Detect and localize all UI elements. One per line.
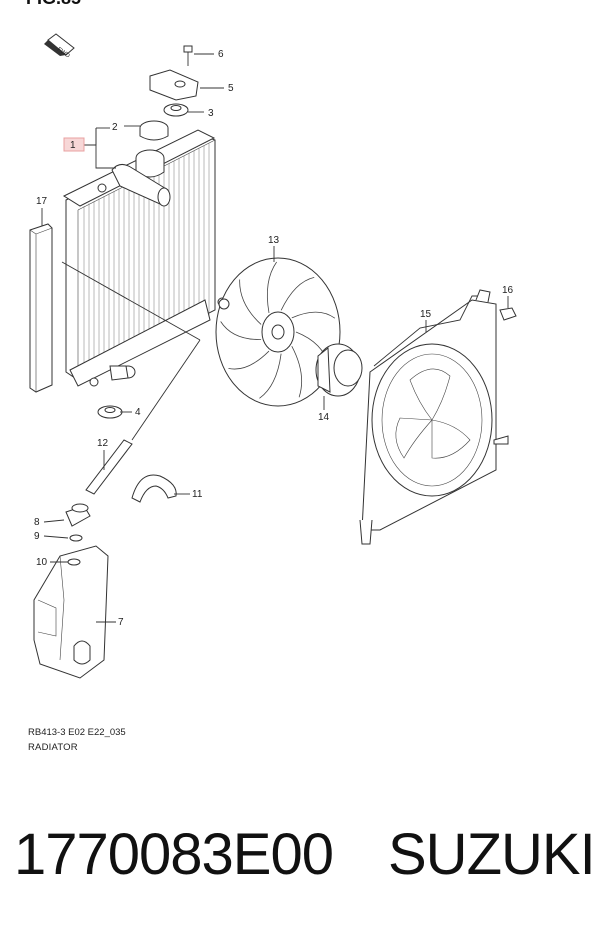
part-6-bolt xyxy=(183,45,193,66)
part-14-fan-motor xyxy=(315,343,363,397)
callout-11: 11 xyxy=(192,489,203,500)
callout-labels: 1 2 3 4 5 6 7 8 9 10 11 12 13 14 15 16 1… xyxy=(34,49,514,628)
diagram-code: RB413-3 E02 E22_035 xyxy=(28,727,126,738)
callout-13: 13 xyxy=(268,235,280,246)
callout-highlight-box xyxy=(63,137,85,152)
callout-4: 4 xyxy=(135,407,141,418)
exploded-view-diagram: FWD xyxy=(29,33,517,679)
callout-16: 16 xyxy=(502,285,514,296)
part-13-nut xyxy=(218,298,230,310)
part-17-seal-strip xyxy=(29,223,53,393)
callout-6: 6 xyxy=(218,49,224,60)
diagram-caption: RADIATOR xyxy=(28,742,78,753)
callout-7: 7 xyxy=(118,617,124,628)
part-12-hose xyxy=(85,439,133,495)
part-number: 1770083E00 xyxy=(14,822,334,887)
part-13-fan xyxy=(215,257,341,407)
forward-arrow-icon: FWD xyxy=(44,33,75,60)
part-5-bracket xyxy=(149,69,199,101)
footer-band xyxy=(0,775,600,932)
part-10-cap xyxy=(67,558,81,566)
callout-17: 17 xyxy=(36,196,48,207)
callout-14: 14 xyxy=(318,412,330,423)
callout-10: 10 xyxy=(36,557,48,568)
callout-8: 8 xyxy=(34,517,40,528)
callout-5: 5 xyxy=(228,83,234,94)
figure-label: FIG.85 xyxy=(26,0,81,9)
part-2-radiator-cap xyxy=(139,120,169,141)
part-7-reservoir-tank xyxy=(33,545,109,679)
callout-15: 15 xyxy=(420,309,432,320)
part-8-reservoir-cap xyxy=(65,503,91,527)
brand-name: SUZUKI xyxy=(388,822,596,887)
part-4-grommet xyxy=(97,405,123,419)
callout-1: 1 xyxy=(70,140,76,151)
callout-2: 2 xyxy=(112,122,118,133)
parts-diagram-panel: FIG.85 FWD xyxy=(26,0,517,753)
part-1-radiator xyxy=(62,129,227,387)
part-16-bolt xyxy=(499,307,517,321)
callout-12: 12 xyxy=(97,438,109,449)
part-15-fan-shroud xyxy=(359,289,509,545)
callout-9: 9 xyxy=(34,531,40,542)
leader-lines xyxy=(41,53,509,623)
part-11-hose xyxy=(131,474,177,503)
part-3-grommet xyxy=(163,103,189,117)
callout-3: 3 xyxy=(208,108,214,119)
part-9-washer xyxy=(69,534,83,542)
